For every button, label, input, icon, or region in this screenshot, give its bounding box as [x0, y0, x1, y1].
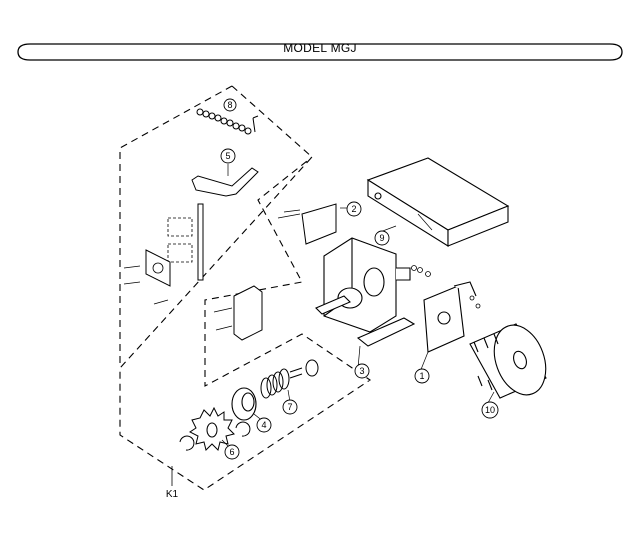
chain-part — [196, 108, 259, 135]
svg-text:8: 8 — [227, 100, 232, 110]
callout-10: 10 — [481, 401, 499, 419]
retaining-clips — [179, 421, 251, 451]
svg-text:10: 10 — [485, 405, 495, 415]
motor-cylinder-part — [469, 323, 547, 399]
callout-7: 7 — [282, 399, 298, 415]
callout-1: 1 — [414, 368, 430, 384]
svg-text:1: 1 — [419, 371, 424, 381]
hub-part — [231, 387, 257, 421]
callout-9: 9 — [374, 230, 390, 246]
title-banner — [17, 43, 623, 61]
vertical-shaft — [197, 203, 204, 281]
kit-boundary-dashed — [119, 85, 371, 491]
sprocket-part — [189, 406, 235, 451]
callout-2: 2 — [346, 201, 362, 217]
callout-5: 5 — [220, 148, 236, 164]
callout-8-marker: 8 — [223, 98, 237, 112]
callout-3: 3 — [354, 363, 370, 379]
svg-text:6: 6 — [229, 447, 234, 457]
gearbox-part — [315, 237, 416, 347]
svg-text:2: 2 — [351, 204, 356, 214]
small-bracket-part — [301, 203, 337, 245]
svg-text:5: 5 — [225, 151, 230, 161]
callout-6a: 6 — [224, 444, 240, 460]
model-title: MODEL MGJ — [283, 41, 357, 55]
cover-box-part — [366, 157, 510, 247]
kit-label: K1 — [166, 489, 179, 500]
spring-part — [260, 359, 319, 399]
svg-text:9: 9 — [379, 233, 384, 243]
callout-4: 4 — [256, 417, 272, 433]
svg-text:7: 7 — [287, 402, 292, 412]
arm-bracket-part — [191, 167, 259, 197]
u-bracket-part — [233, 285, 263, 341]
svg-text:4: 4 — [261, 420, 266, 430]
flange-plate-part — [423, 281, 477, 353]
svg-text:3: 3 — [359, 366, 364, 376]
